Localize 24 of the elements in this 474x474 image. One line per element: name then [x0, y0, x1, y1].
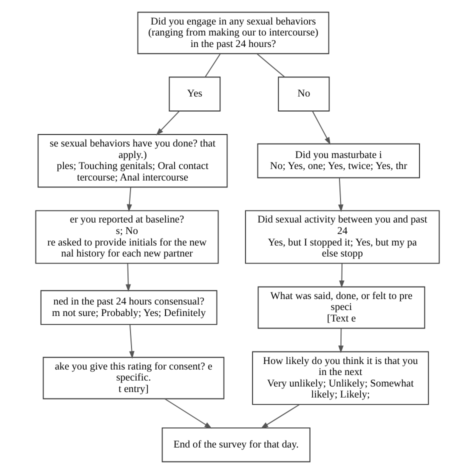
node-box: What was said, done, or felt to pre speci [Text e: [257, 286, 425, 329]
node-box: er you reported at baseline? s; No re asked to provide initials for the new nal history for each new partner: [34, 210, 218, 264]
node-box: No: [277, 76, 330, 112]
arrow: [338, 263, 344, 288]
node-box: Yes: [168, 76, 220, 112]
arrow: [156, 110, 180, 136]
arrow: [125, 263, 130, 292]
node-box: Did you masturbate i No; Yes, one; Yes, twice; Yes, thr: [256, 143, 420, 178]
node-box: How likely do you think it is that you in the next Very unlikely; Unlikely; Somewhat likely; Likely;: [252, 351, 428, 405]
node-box: Did sexual activity between you and past 24 Yes, but I stopped it; Yes, but my pa else stopp: [244, 210, 440, 264]
arrow: [311, 110, 330, 145]
node-box: se sexual behaviors have you done? that apply.) ples; Touching genitals; Oral contact tercourse; Anal intercourse: [37, 134, 228, 188]
arrow: [338, 177, 343, 212]
node-box: ake you give this rating for consent? e specific. t entry]: [42, 356, 224, 400]
arrow: [338, 328, 344, 354]
node-box: ned in the past 24 hours consensual? m not sure; Probably; Yes; Definitely: [40, 290, 217, 325]
arrow: [126, 186, 132, 212]
node-box: Did you engage in any sexual behaviors (ranging from making our to intercourse) in the past 24 hours?: [136, 12, 329, 54]
connector: [256, 53, 285, 78]
arrow: [260, 404, 300, 429]
node-box: End of the survey for that day.: [161, 427, 310, 462]
arrow: [164, 398, 212, 429]
arrow: [128, 324, 134, 359]
connector: [204, 53, 220, 78]
